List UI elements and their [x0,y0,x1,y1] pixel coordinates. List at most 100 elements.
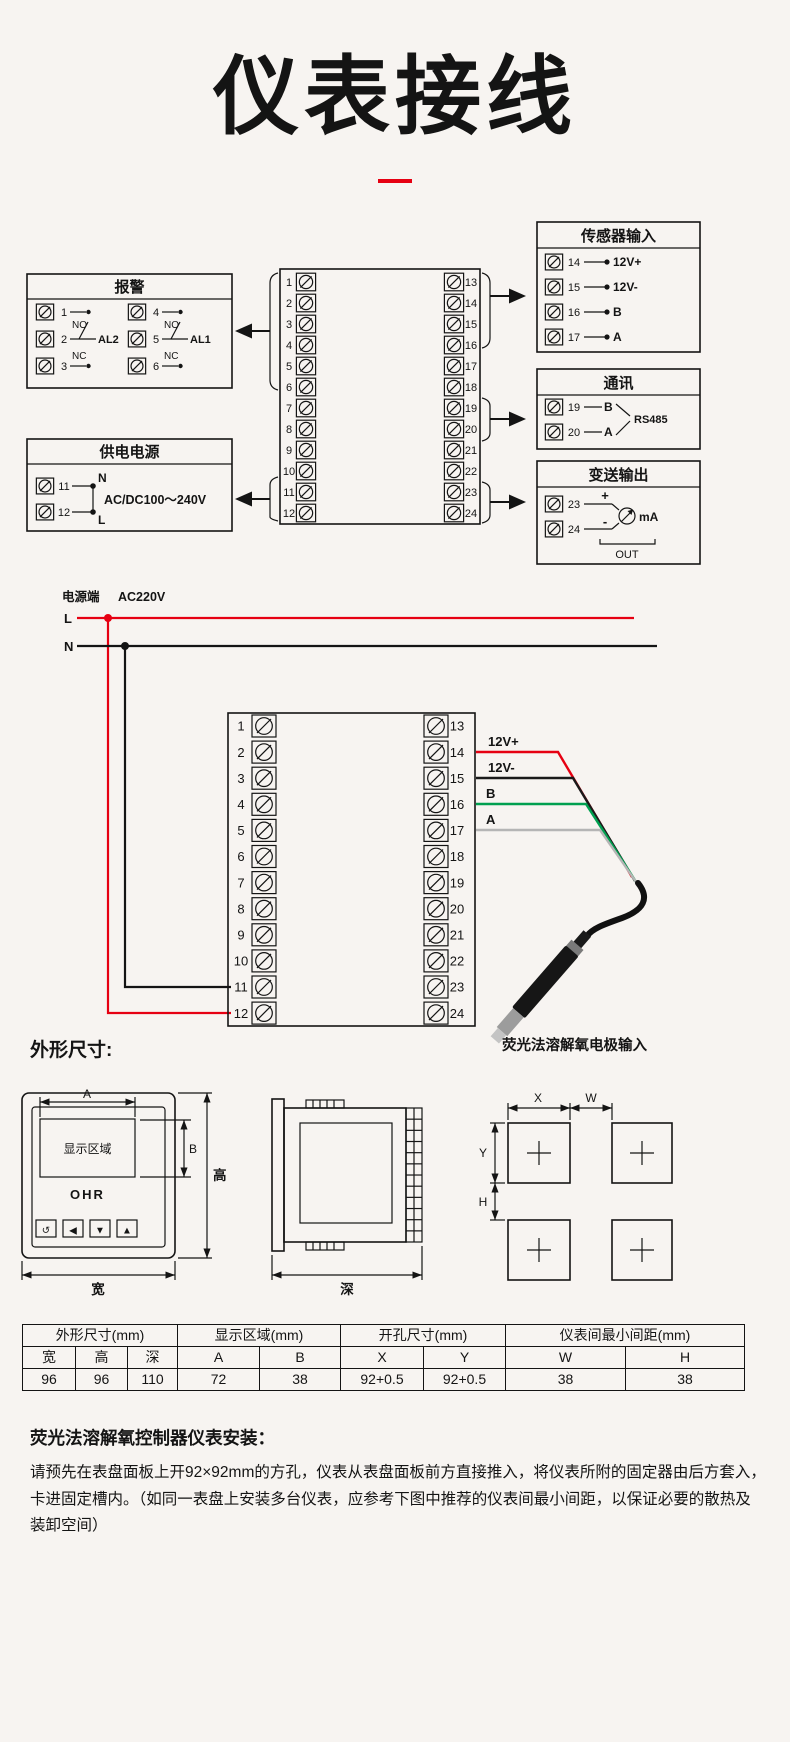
cell-value: 38 [505,1367,626,1391]
output-wiring [584,503,656,545]
cell-value: 38 [259,1367,341,1391]
cutout-pattern [507,1122,673,1281]
terminal-number: 23 [450,980,464,995]
terminal-number: 1 [237,719,244,734]
terminal: 14 [544,253,580,271]
terminal-number: 14 [450,745,464,760]
terminal: 24 [443,503,477,523]
side-dimensions [271,1245,423,1280]
sensor-title: 传感器输入 [580,227,656,245]
terminal-number: 15 [465,319,477,331]
cell-value: 96 [75,1367,128,1391]
cell-value: 92+0.5 [340,1367,424,1391]
wire-label-12v-plus: 12V+ [488,734,519,749]
terminal-number: 1 [286,277,292,289]
terminal-number: 16 [568,307,580,319]
terminal: 2 [237,740,277,764]
terminal: 11 [283,482,317,502]
terminal: 22 [423,949,464,973]
n-wire [77,641,657,988]
cell-value: 92+0.5 [423,1367,506,1391]
terminal-number: 17 [465,361,477,373]
terminal: 19 [544,398,580,416]
terminal: 3 [35,357,67,375]
terminal-number: 10 [234,953,248,968]
terminal: 11 [35,477,70,495]
terminal: 3 [237,766,277,790]
display-area-label: 显示区域 [63,1142,111,1156]
alarm-no-label-1: NO [72,320,87,331]
output-title: 变送输出 [588,466,648,484]
alarm-nc-label-2: NC [164,351,178,362]
terminal-number: 11 [283,487,294,499]
terminal-number: 12 [234,1006,248,1021]
output-plus-label: + [601,488,609,503]
terminal: 14 [423,740,464,764]
col-header: A [177,1345,260,1369]
terminal-number: 7 [286,403,292,415]
terminal-number: 16 [465,340,477,352]
terminal-number: 16 [450,797,464,812]
terminal-number: 2 [61,334,67,346]
sensor-row-label-2: B [613,305,622,319]
terminal-number: 21 [465,445,477,457]
line-n-label: N [64,639,73,654]
terminal-number: 9 [286,445,292,457]
terminal-number: 20 [450,901,464,916]
terminal: 5 [286,356,317,376]
terminal: 5 [127,330,159,348]
terminal: 6 [127,357,159,375]
terminal: 1 [286,272,317,292]
power-terminal-label: 电源端 [62,589,100,604]
terminal: 21 [423,923,464,947]
terminal-number: 8 [286,424,292,436]
terminal: 23 [443,482,477,502]
terminal: 10 [234,949,277,973]
terminal: 17 [423,818,464,842]
terminal: 11 [234,975,277,999]
output-unit-label: mA [639,510,659,524]
terminal: 2 [286,293,317,313]
width-label: 宽 [91,1281,105,1297]
terminal: 2 [35,330,67,348]
terminal-strip [406,1118,422,1232]
col-header: 深 [127,1345,178,1369]
sensor-wiring [584,259,610,340]
terminal: 4 [286,335,317,355]
terminal-number: 12 [283,508,295,520]
terminal: 18 [443,377,477,397]
terminal-number: 15 [568,282,580,294]
sensor-row-label-3: A [613,330,622,344]
brand-label: OHR [70,1187,105,1202]
install-body: 请预先在表盘面板上开92×92mm的方孔，仪表从表盘面板前方直接推入，将仪表所附… [30,1463,766,1535]
terminal: 19 [423,870,464,895]
front-view: 显示区域 OHR ↺ ◀ ▼ ▲ [21,1092,176,1259]
down-button-icon: ▼ [95,1225,105,1236]
power-voltage: AC/DC100～240V [104,493,207,507]
sensor-row-label-1: 12V- [613,280,638,294]
alarm-relay-label-2: AL1 [190,334,211,346]
table-value-row: 96 96 110 72 38 92+0.5 92+0.5 38 38 [22,1367,745,1391]
terminal: 12 [234,1001,277,1025]
terminal-number: 20 [568,427,580,439]
table-header-row: 宽 高 深 A B X Y W H [22,1345,745,1369]
cell-value: 110 [127,1367,178,1391]
dim-b-label: B [189,1142,197,1156]
line-l-label: L [64,611,72,626]
terminal-number: 8 [237,901,244,916]
height-label: 高 [213,1167,227,1183]
terminal-number: 2 [286,298,292,310]
cell-value: 96 [22,1367,76,1391]
alarm-terminals-1: 123 [35,303,67,375]
group-outline-size: 外形尺寸(mm) [22,1323,178,1347]
dimension-table: 外形尺寸(mm) 显示区域(mm) 开孔尺寸(mm) 仪表间最小间距(mm) 宽… [22,1323,745,1391]
dim-x-label: X [534,1091,542,1105]
current-arrow-icon [627,509,633,515]
terminal-number: 21 [450,927,464,942]
